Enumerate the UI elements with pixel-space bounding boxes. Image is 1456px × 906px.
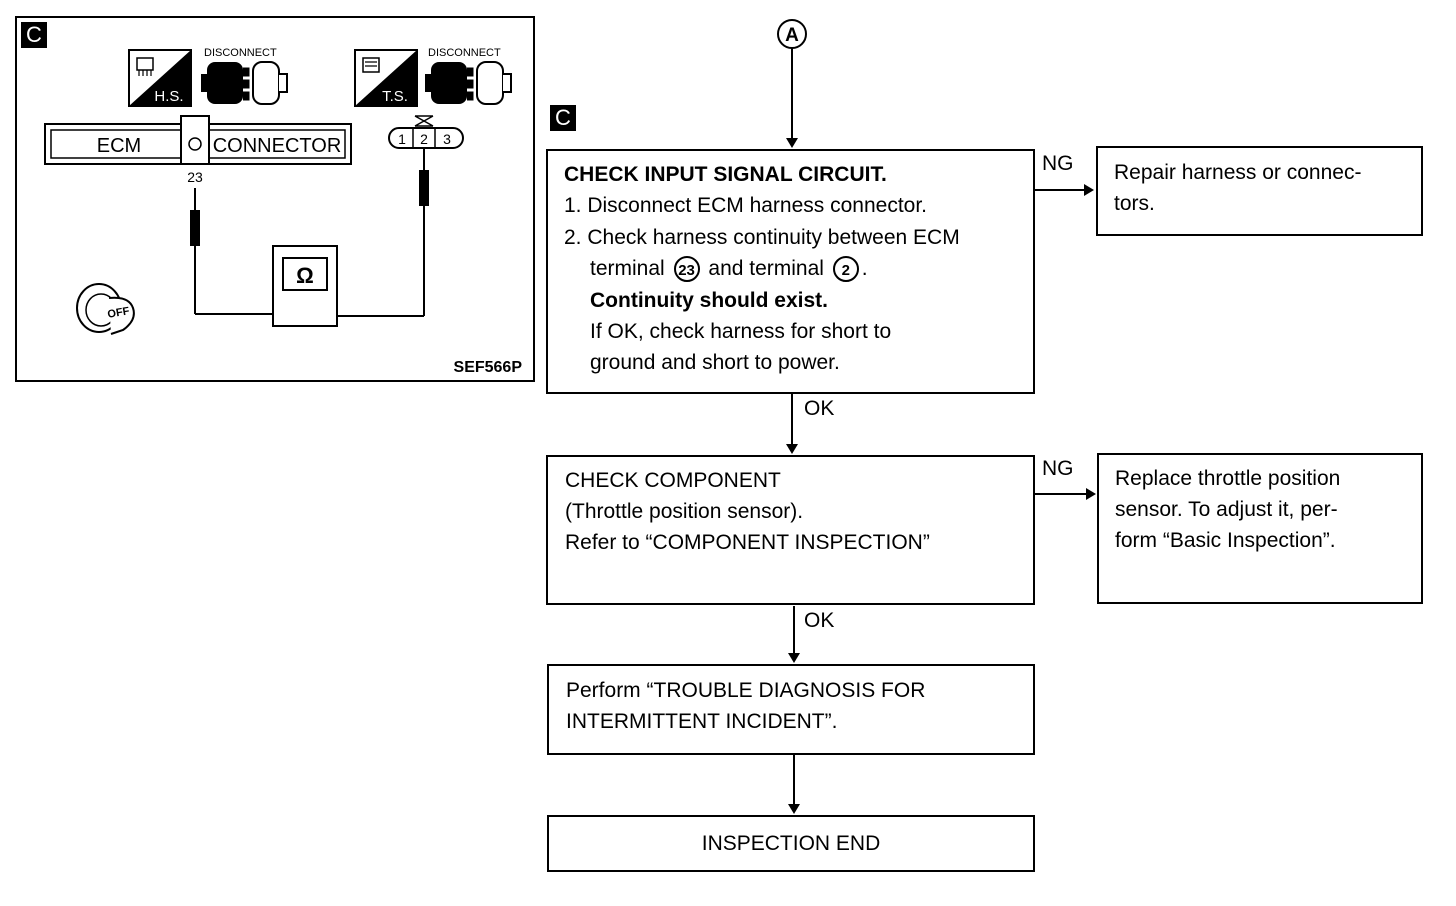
step2-ng-label: NG: [1042, 457, 1074, 480]
step3-line1: Perform “TROUBLE DIAGNOSIS FOR: [566, 679, 926, 702]
step1-line2: 2. Check harness continuity between ECM: [564, 226, 960, 249]
ohm-symbol: Ω: [296, 263, 314, 288]
step1-ng-line2: tors.: [1114, 192, 1155, 215]
entry-marker-letter: A: [785, 25, 799, 46]
terminal-side-badge: T.S.: [354, 49, 418, 107]
step1-line4: Continuity should exist.: [590, 289, 829, 312]
ts-badge-label: T.S.: [382, 88, 408, 105]
disconnect-label-right: DISCONNECT: [428, 47, 501, 59]
inspection-end-box: INSPECTION END: [547, 815, 1035, 872]
ignition-key-off-icon: OFF: [76, 283, 135, 335]
step1-line3-a: terminal: [590, 257, 665, 280]
wiring-illustration-panel: H.S. DISCONNECT T.S. DISCONNECT: [15, 16, 535, 382]
step2-ng-line3: form “Basic Inspection”.: [1115, 529, 1336, 552]
ecm-terminal-number: 23: [187, 169, 203, 185]
tps-pin-1: 1: [398, 131, 406, 147]
step1-line3: terminal 23 and terminal 2.: [590, 253, 868, 284]
section-mark-illustration: C: [21, 22, 47, 48]
section-mark-flow: C: [550, 105, 576, 131]
step3-trouble-diagnosis: Perform “TROUBLE DIAGNOSIS FOR INTERMITT…: [547, 664, 1035, 755]
disconnect-connector-icon-right: [425, 61, 512, 105]
disconnect-label-left: DISCONNECT: [204, 47, 277, 59]
tps-connector: 1 2 3: [388, 115, 464, 149]
step2-ng-line2: sensor. To adjust it, per-: [1115, 498, 1338, 521]
step2-ng-action-box: Replace throttle position sensor. To adj…: [1097, 453, 1423, 604]
connector-label: CONNECTOR: [213, 135, 342, 157]
terminal-23-badge: 23: [673, 256, 700, 283]
step1-ok-label: OK: [804, 397, 835, 420]
step1-ng-line1: Repair harness or connec-: [1114, 161, 1362, 184]
disconnect-connector-icon-left: [201, 61, 288, 105]
inspection-end-label: INSPECTION END: [701, 832, 881, 855]
wiring-illustration-svg: H.S. DISCONNECT T.S. DISCONNECT: [44, 47, 523, 376]
tps-pin-2: 2: [420, 131, 428, 147]
step1-title: CHECK INPUT SIGNAL CIRCUIT.: [564, 163, 887, 186]
step1-line1: 1. Disconnect ECM harness connector.: [564, 194, 928, 217]
step2-ok-label: OK: [804, 609, 835, 632]
step1-ng-action-box: Repair harness or connec- tors.: [1096, 146, 1423, 236]
tps-pin-3: 3: [443, 131, 451, 147]
ignition-off-label: OFF: [107, 305, 131, 321]
step1-ng-label: NG: [1042, 152, 1074, 175]
hs-badge-label: H.S.: [154, 88, 183, 105]
harness-side-badge: H.S.: [128, 49, 192, 107]
ecm-label: ECM: [97, 135, 141, 157]
ecm-connector-block: ECM CONNECTOR: [44, 115, 352, 165]
terminal-2-badge: 2: [832, 256, 859, 283]
step1-check-input-signal-circuit: CHECK INPUT SIGNAL CIRCUIT. 1. Disconnec…: [546, 149, 1035, 394]
step2-line3: Refer to “COMPONENT INSPECTION”: [565, 531, 930, 554]
step2-line2: (Throttle position sensor).: [565, 500, 804, 523]
step3-line2: INTERMITTENT INCIDENT”.: [566, 710, 838, 733]
step2-ng-line1: Replace throttle position: [1115, 467, 1341, 490]
figure-code: SEF566P: [454, 359, 523, 376]
step2-check-component: CHECK COMPONENT (Throttle position senso…: [546, 455, 1035, 605]
step1-line3-b: and terminal: [708, 257, 824, 280]
ohmmeter-icon: Ω: [272, 245, 338, 327]
step1-line5: If OK, check harness for short to: [590, 320, 892, 343]
step1-line6: ground and short to power.: [590, 351, 840, 374]
step2-line1: CHECK COMPONENT: [565, 469, 781, 492]
step1-line3-c: .: [861, 257, 868, 280]
